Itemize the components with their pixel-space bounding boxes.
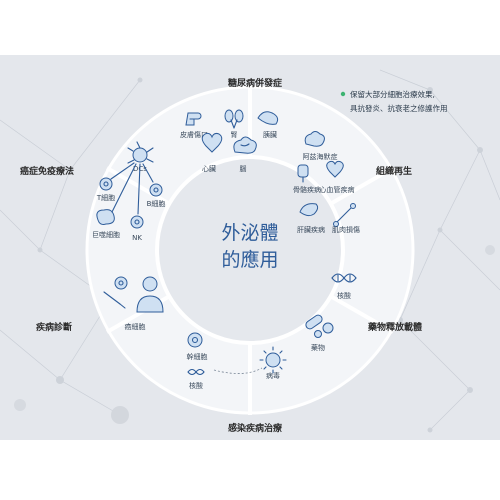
infection-arrow xyxy=(213,367,263,374)
label-macrophage: 巨噬細胞 xyxy=(92,230,120,239)
dna-small-icon xyxy=(187,368,205,376)
doctor-icon xyxy=(136,276,164,313)
label-heart: 心臟 xyxy=(202,164,216,173)
category-tissue: 組織再生 xyxy=(376,165,412,177)
stem-cell-icon xyxy=(187,332,203,348)
bullet-icon xyxy=(340,91,346,97)
label-nucleic-acid: 核酸 xyxy=(189,381,203,390)
neuro-brain-icon xyxy=(304,131,325,147)
hand-wound-icon xyxy=(185,112,202,126)
label-cardio: 心血管疾病 xyxy=(320,185,355,194)
cardio-heart-icon xyxy=(326,160,344,178)
label-t-cell: T細胞 xyxy=(96,193,115,202)
dna-icon xyxy=(331,273,357,283)
bone-joint-icon xyxy=(297,164,309,183)
center-title-line1: 外泌體 xyxy=(221,222,278,244)
pills-icon xyxy=(305,314,334,338)
liver-icon xyxy=(299,203,319,217)
t-cell-icon xyxy=(99,177,113,191)
label-neuro: 阿茲海默症 xyxy=(303,152,338,161)
label-brain: 腦 xyxy=(240,164,247,173)
kidney-icon xyxy=(224,109,244,129)
side-note-line2: 具抗發炎、抗衰老之修護作用 xyxy=(350,103,448,113)
label-bone: 骨骼疾病 xyxy=(293,185,321,194)
inner-circle xyxy=(155,155,345,345)
center-title-line2: 的應用 xyxy=(221,248,278,271)
cancer-cell-icon xyxy=(114,276,128,290)
label-liver: 肝臟疾病 xyxy=(297,225,325,234)
bone-icon xyxy=(333,203,356,227)
label-pancreas: 胰臟 xyxy=(263,130,277,139)
dendritic-cell-icon xyxy=(127,141,154,164)
label-kidney: 腎 xyxy=(231,130,238,139)
nk-cell-icon xyxy=(130,215,144,229)
label-drug: 藥物 xyxy=(311,343,325,352)
label-virus: 病毒 xyxy=(266,371,280,380)
syringe-icon xyxy=(103,291,126,309)
category-diabetes: 糖尿病併發症 xyxy=(228,77,282,89)
label-muscle: 肌肉損傷 xyxy=(332,225,360,234)
label-stem-cell: 幹細胞 xyxy=(187,352,208,361)
side-note-line1: 保留大部分細胞治療效果, xyxy=(350,89,435,99)
virus-icon xyxy=(259,346,287,374)
label-nk: NK xyxy=(132,234,142,242)
heart-icon xyxy=(201,132,223,153)
category-drug: 藥物釋放載體 xyxy=(367,321,422,333)
pancreas-icon xyxy=(257,111,279,125)
label-nucleic: 核酸 xyxy=(337,291,351,300)
b-cell-icon xyxy=(149,183,163,197)
label-skin-wound: 皮膚傷口 xyxy=(180,130,208,139)
brain-icon xyxy=(233,136,257,154)
network-background xyxy=(0,69,500,431)
label-diagnosis: 癌細胞 xyxy=(125,322,146,331)
immune-arrows xyxy=(110,162,154,215)
macrophage-icon xyxy=(96,209,115,225)
category-diagnosis: 疾病診斷 xyxy=(36,321,72,333)
category-cancer: 癌症免疫療法 xyxy=(20,165,74,177)
category-infection: 感染疾病治療 xyxy=(228,422,282,434)
label-b-cell: B細胞 xyxy=(147,199,166,208)
